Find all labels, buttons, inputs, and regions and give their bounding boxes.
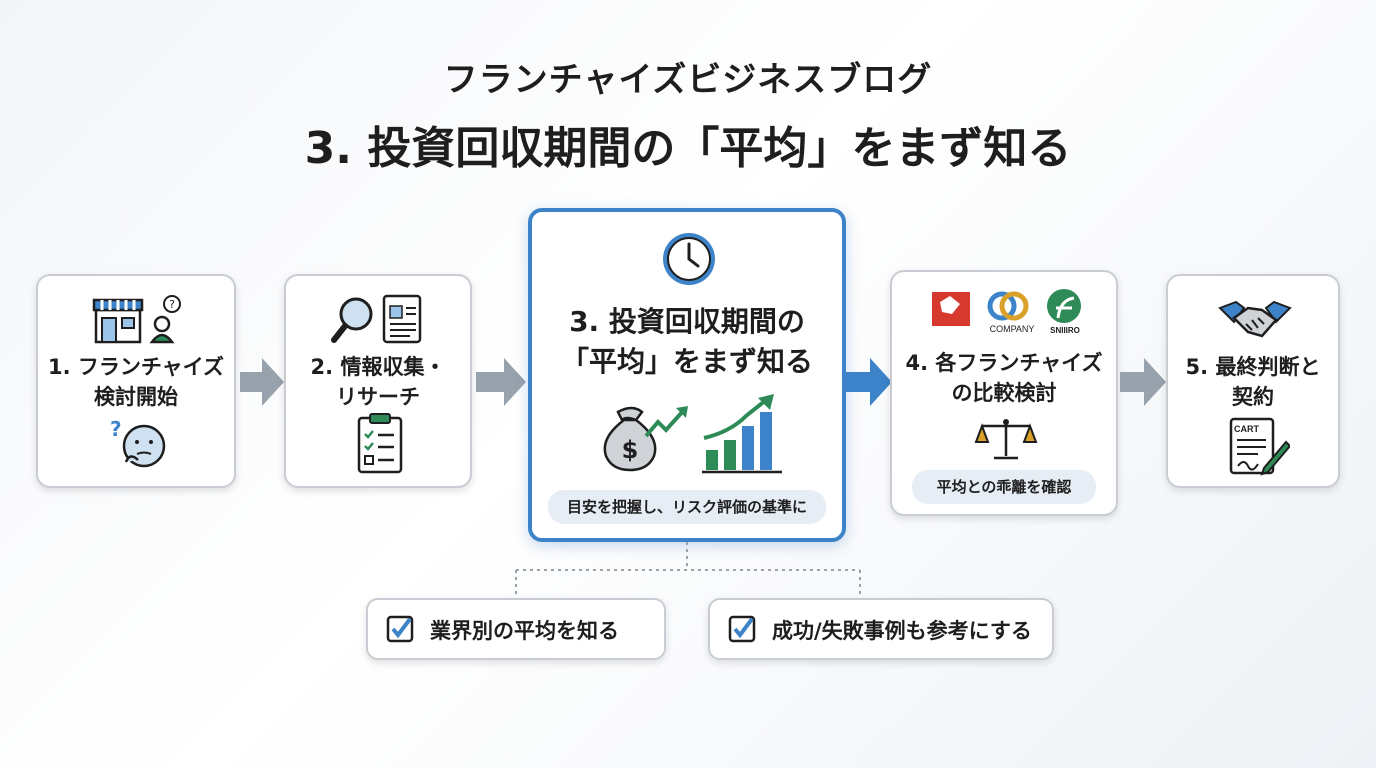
step-4-label-line1: 4. 各フランチャイズ [905, 351, 1103, 375]
blog-subtitle: フランチャイズビジネスブログ [443, 60, 933, 100]
checkbox-checked-icon [728, 615, 756, 643]
step-1-card: ? 1. フランチャイズ 検討開始 ? [36, 274, 236, 488]
step-3-label-line1: 3. 投資回収期間の [569, 305, 805, 338]
bar-growth-icon [702, 394, 782, 474]
step-3-label-line2: 「平均」をまず知る [560, 345, 813, 378]
svg-text:?: ? [169, 298, 175, 311]
step-4-label-line2: の比較検討 [951, 381, 1057, 405]
arrow-4-5 [1120, 358, 1166, 406]
subpoint-industry-average: 業界別の平均を知る [366, 598, 666, 660]
step-4-note: 平均との乖離を確認 [912, 470, 1096, 504]
contract-signing-icon [1229, 417, 1290, 476]
page-title: 3. 投資回収期間の「平均」をまず知る [304, 123, 1072, 174]
brand-logo-2-text: COMPANY [989, 324, 1035, 334]
handshake-icon [1218, 300, 1292, 338]
brand-logo-1-text: RICOKAN [937, 320, 965, 326]
subpoint-1-text: 業界別の平均を知る [430, 619, 619, 643]
step-2-label-line2: リサーチ [336, 385, 420, 409]
step-5-label-line2: 契約 [1232, 385, 1274, 409]
brand-logo-3-text: SNIIIRO [1050, 326, 1080, 335]
step-1-label-line1: 1. フランチャイズ [47, 355, 225, 379]
checkbox-checked-icon [386, 615, 414, 643]
balance-scale-icon [974, 419, 1038, 460]
svg-text:$: $ [622, 436, 639, 464]
step-2-card: 2. 情報収集・ リサーチ [284, 274, 472, 488]
step-1-label-line2: 検討開始 [94, 385, 178, 409]
arrow-3-4 [846, 358, 892, 406]
step-3-card: 3. 投資回収期間の 「平均」をまず知る $ 目安を把握し、リスク評価の基準に [528, 208, 846, 542]
money-bag-growth-icon: $ [603, 406, 688, 472]
thinking-face-icon: ? [110, 417, 166, 468]
subpoint-2-text: 成功/失敗事例も参考にする [772, 619, 1032, 643]
magnifier-document-icon [331, 294, 422, 344]
clock-icon [663, 233, 715, 285]
step-5-card: 5. 最終判断と 契約 CART [1166, 274, 1340, 488]
svg-text:?: ? [110, 417, 122, 441]
subpoint-case-studies: 成功/失敗事例も参考にする [708, 598, 1054, 660]
storefront-icon: ? [92, 295, 181, 344]
step-3-note: 目安を把握し、リスク評価の基準に [548, 490, 826, 524]
contract-doc-label: CART [1234, 424, 1259, 434]
brand-logos [932, 289, 1081, 326]
step-4-card: RICOKAN COMPANY SNIIIRO 4. 各フランチャイズ の比較検… [890, 270, 1118, 516]
step-2-label-line1: 2. 情報収集・ [310, 355, 446, 379]
subpoint-connector [515, 542, 861, 598]
arrow-1-2 [240, 358, 284, 406]
step-5-label-line1: 5. 最終判断と [1185, 355, 1321, 379]
arrow-2-3 [476, 358, 526, 406]
clipboard-checklist-icon [357, 413, 403, 474]
